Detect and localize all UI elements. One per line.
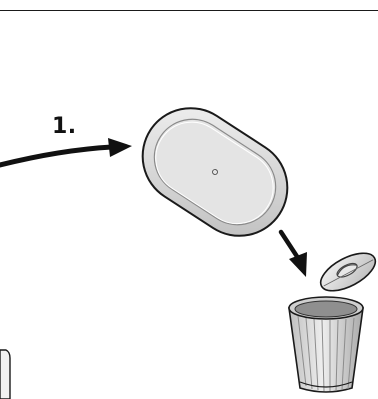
- partial-device-edge: [0, 350, 10, 399]
- arrow-down-icon: [281, 232, 307, 277]
- oval-lid-part: [124, 90, 305, 254]
- arrow-right-icon: [0, 138, 132, 165]
